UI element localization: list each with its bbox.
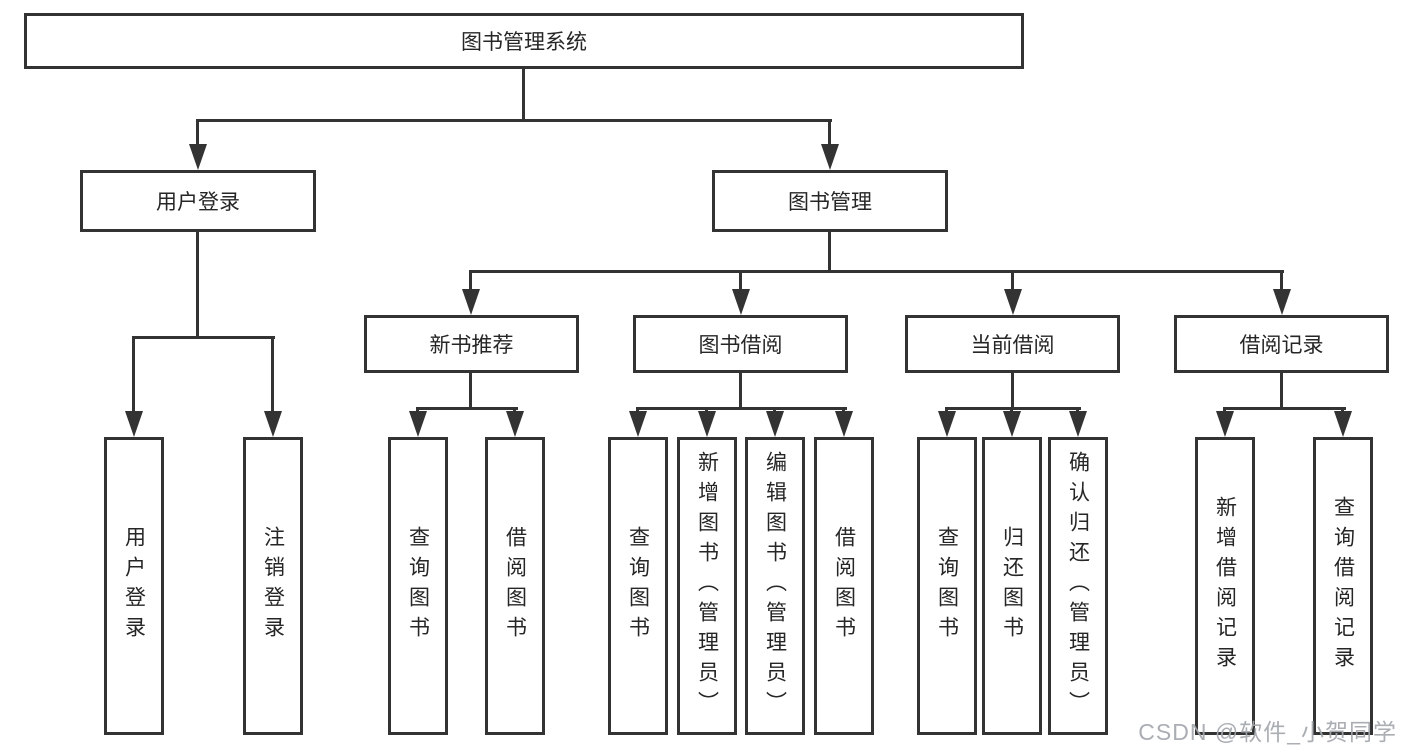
arrow-to-leaf-user-login xyxy=(132,336,135,411)
leaf-nbr-query-books-label: 查询图书 xyxy=(406,526,430,646)
leaf-bb-borrow-books: 借阅图书 xyxy=(814,437,874,735)
arrow-to-leaf-logout xyxy=(271,336,274,411)
leaf-br-add-record: 新增借阅记录 xyxy=(1195,437,1255,735)
arrow-to-bb-borrow xyxy=(842,407,845,411)
leaf-cb-return-books: 归还图书 xyxy=(982,437,1042,735)
leaf-bb-query-books-label: 查询图书 xyxy=(626,526,650,646)
arrow-to-cb-confirm xyxy=(1076,407,1079,411)
node-book-borrow: 图书借阅 xyxy=(633,315,848,373)
arrow-to-new-book-recommend xyxy=(469,270,472,289)
arrow-to-book-management xyxy=(828,119,831,144)
node-book-borrow-label: 图书借阅 xyxy=(698,334,783,357)
arrow-to-user-login xyxy=(196,119,199,144)
arrow-to-cb-return xyxy=(1010,407,1013,411)
leaf-logout-login-label: 注销登录 xyxy=(261,526,285,646)
arrow-to-borrow-records xyxy=(1280,270,1283,289)
arrow-to-bb-edit xyxy=(773,407,776,411)
connector-user-login-rail xyxy=(132,336,275,339)
arrow-to-bb-add xyxy=(705,407,708,411)
arrow-to-book-borrow xyxy=(739,270,742,289)
arrow-to-cb-query xyxy=(945,407,948,411)
leaf-cb-query-books: 查询图书 xyxy=(917,437,977,735)
leaf-bb-add-books-admin-label: 新增图书（管理员） xyxy=(695,451,719,721)
connector-root-rail xyxy=(197,119,832,122)
connector-nbr-rail xyxy=(416,407,518,410)
node-borrow-records: 借阅记录 xyxy=(1174,315,1389,373)
leaf-user-login: 用户登录 xyxy=(104,437,164,735)
connector-root-stem xyxy=(522,69,525,122)
node-current-borrow: 当前借阅 xyxy=(905,315,1120,373)
node-root-label: 图书管理系统 xyxy=(461,31,587,54)
leaf-nbr-borrow-books-label: 借阅图书 xyxy=(503,526,527,646)
arrow-to-nbr-query xyxy=(416,407,419,411)
arrow-to-current-borrow xyxy=(1011,270,1014,289)
node-new-book-recommend: 新书推荐 xyxy=(364,315,579,373)
leaf-br-query-record: 查询借阅记录 xyxy=(1313,437,1373,735)
leaf-user-login-label: 用户登录 xyxy=(122,526,146,646)
leaf-cb-confirm-return-admin: 确认归还（管理员） xyxy=(1048,437,1108,735)
node-book-management-label: 图书管理 xyxy=(788,191,872,214)
arrow-to-bb-query xyxy=(636,407,639,411)
connector-bb-rail xyxy=(636,407,847,410)
connector-br-rail xyxy=(1223,407,1346,410)
leaf-nbr-borrow-books: 借阅图书 xyxy=(485,437,545,735)
connector-user-login-stem xyxy=(196,232,199,339)
node-new-book-recommend-label: 新书推荐 xyxy=(429,334,514,357)
leaf-cb-confirm-return-admin-label: 确认归还（管理员） xyxy=(1066,451,1090,721)
leaf-cb-query-books-label: 查询图书 xyxy=(935,526,959,646)
connector-nbr-stem xyxy=(469,373,472,410)
arrow-to-nbr-borrow xyxy=(513,407,516,411)
leaf-bb-borrow-books-label: 借阅图书 xyxy=(832,526,856,646)
connector-bb-stem xyxy=(739,373,742,410)
connector-cb-stem xyxy=(1011,373,1014,410)
node-current-borrow-label: 当前借阅 xyxy=(970,334,1055,357)
leaf-br-add-record-label: 新增借阅记录 xyxy=(1213,496,1237,676)
leaf-bb-query-books: 查询图书 xyxy=(608,437,668,735)
connector-cb-rail xyxy=(945,407,1081,410)
node-borrow-records-label: 借阅记录 xyxy=(1239,334,1324,357)
leaf-bb-edit-books-admin: 编辑图书（管理员） xyxy=(745,437,805,735)
leaf-nbr-query-books: 查询图书 xyxy=(388,437,448,735)
node-book-management: 图书管理 xyxy=(712,170,948,232)
leaf-bb-add-books-admin: 新增图书（管理员） xyxy=(677,437,737,735)
node-root: 图书管理系统 xyxy=(24,13,1024,69)
connector-book-management-stem xyxy=(828,232,831,273)
connector-book-management-rail xyxy=(469,270,1284,273)
leaf-br-query-record-label: 查询借阅记录 xyxy=(1331,496,1355,676)
leaf-bb-edit-books-admin-label: 编辑图书（管理员） xyxy=(763,451,787,721)
node-user-login-label: 用户登录 xyxy=(156,191,240,214)
arrow-to-br-add xyxy=(1223,407,1226,411)
node-user-login: 用户登录 xyxy=(80,170,316,232)
connector-br-stem xyxy=(1280,373,1283,410)
leaf-logout-login: 注销登录 xyxy=(243,437,303,735)
arrow-to-br-query xyxy=(1341,407,1344,411)
leaf-cb-return-books-label: 归还图书 xyxy=(1000,526,1024,646)
